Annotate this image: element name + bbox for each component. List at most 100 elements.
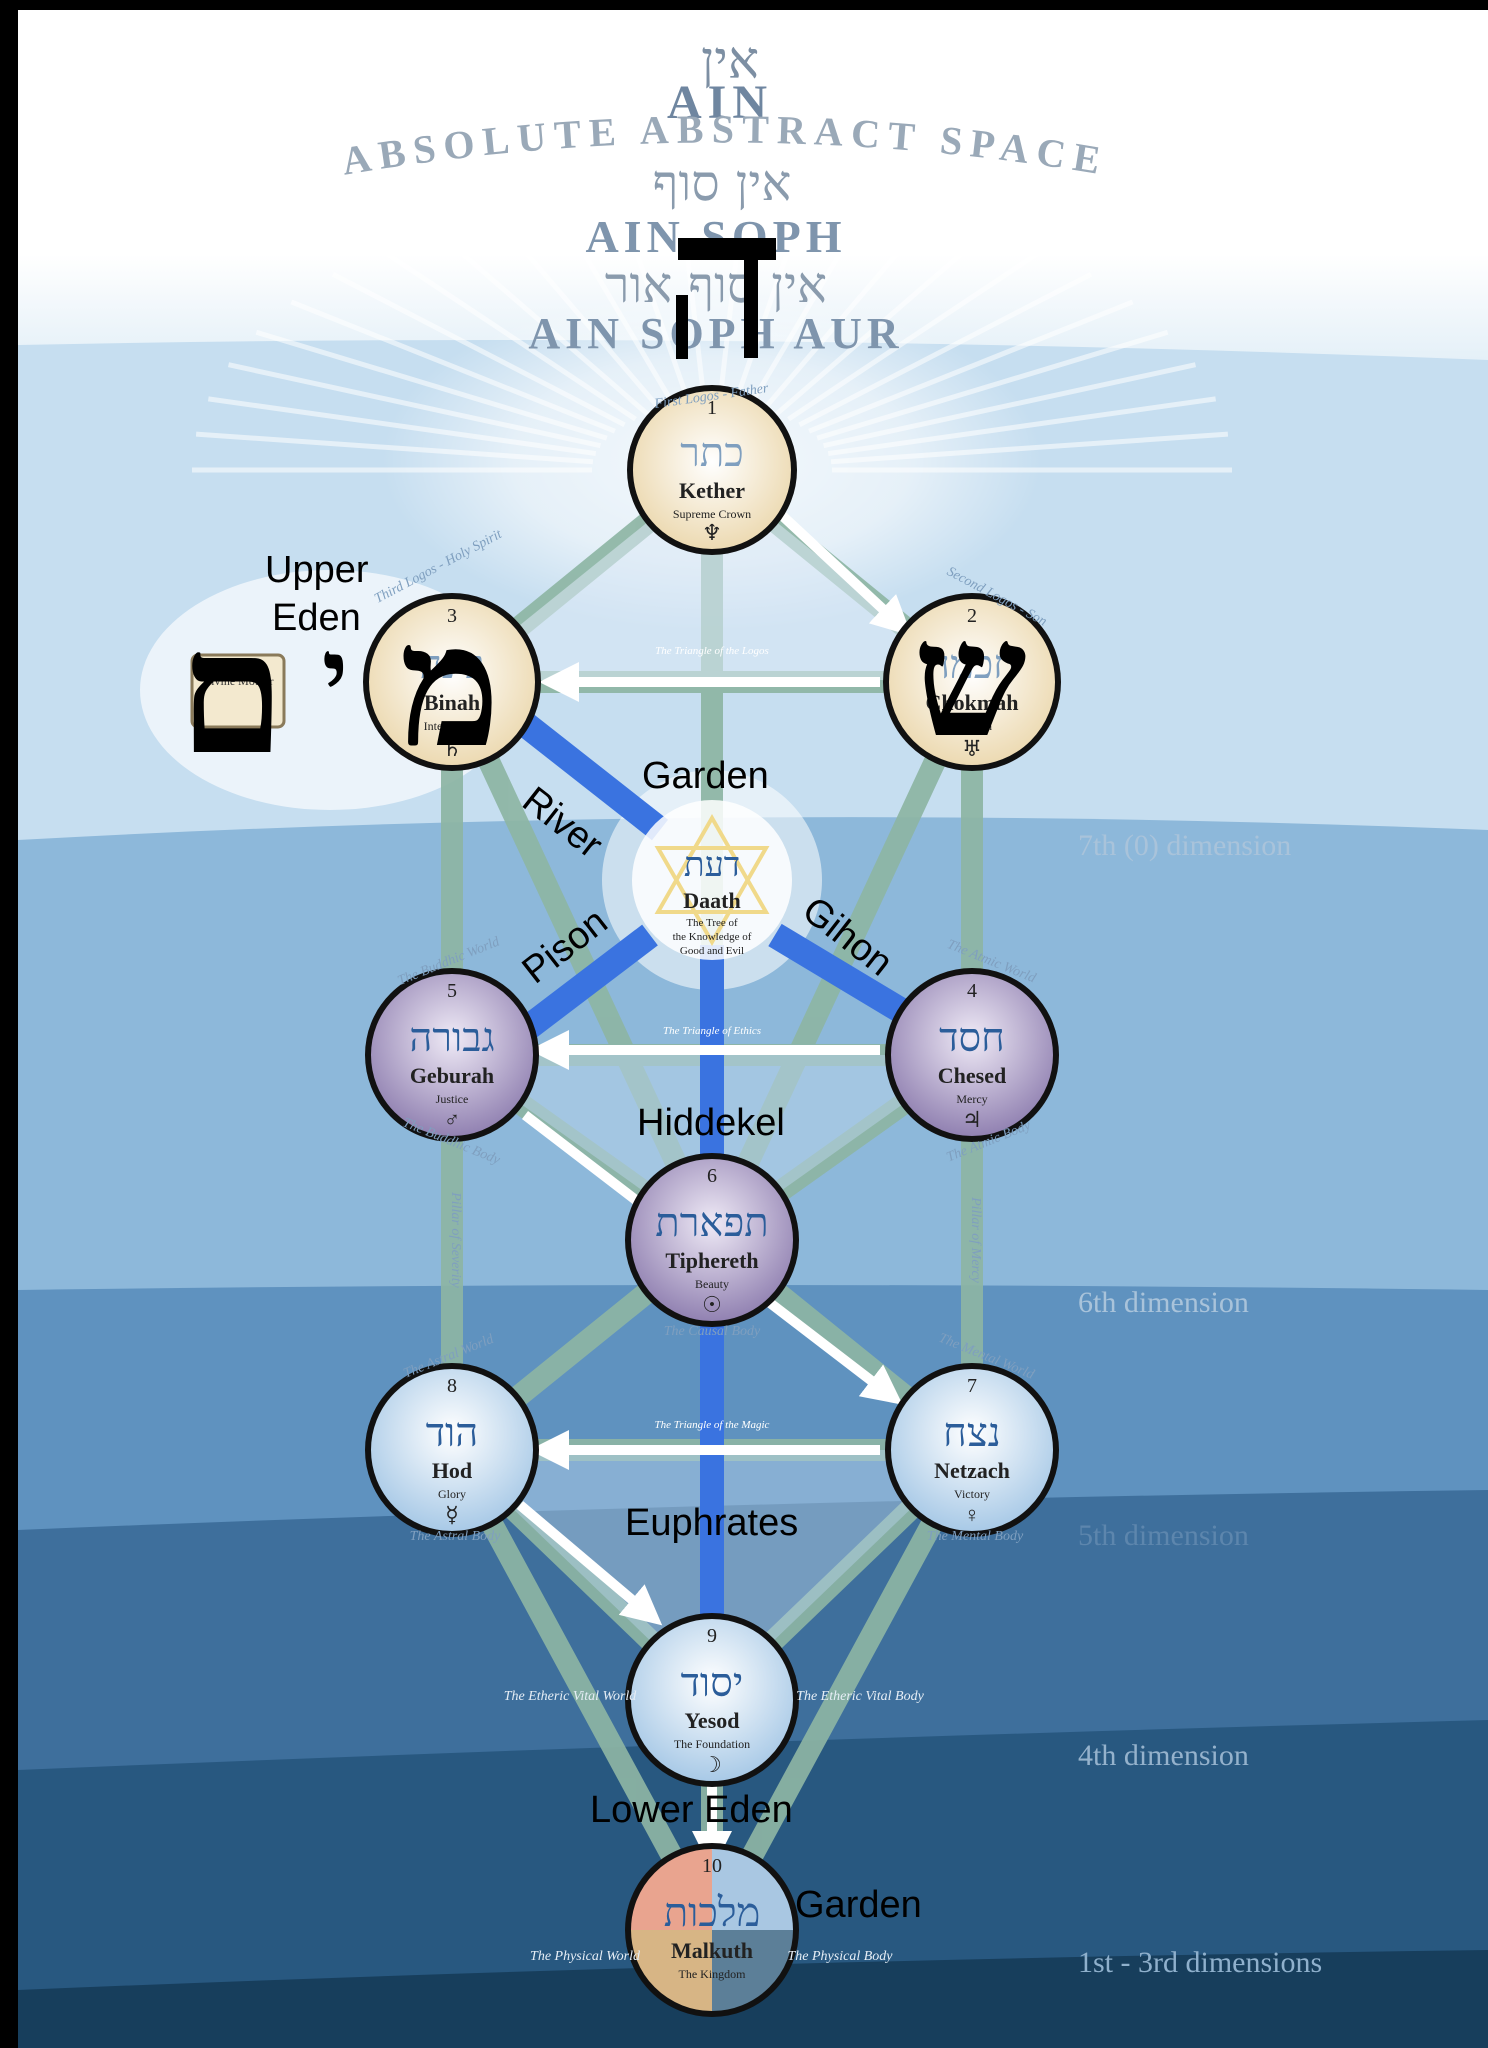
- sephirah-ring: [625, 1843, 799, 2017]
- dimension-1: 1st - 3rd dimensions: [1078, 1946, 1322, 1979]
- sephirah-number: 1: [707, 397, 717, 419]
- sephirah-subtitle: Beauty: [695, 1277, 729, 1291]
- sephirah-name: Yesod: [684, 1708, 739, 1733]
- sephirah-disc: [363, 593, 541, 771]
- pison-path: [517, 924, 658, 1041]
- planet-symbol-icon: ♀: [964, 1502, 981, 1527]
- divine-mother: Divine Mother: [190, 653, 286, 729]
- sephirah-name: Hod: [432, 1458, 472, 1483]
- malkuth-quarter: [628, 1846, 712, 1930]
- upper-eden-line1: Upper: [265, 549, 369, 591]
- etheric-world-label: The Etheric Vital World: [504, 1689, 638, 1704]
- sephirah-hebrew: תפארת: [655, 1200, 768, 1246]
- lower-eden-label: Lower Eden: [590, 1789, 793, 1831]
- sephirah-subtitle: The Tree of: [686, 917, 738, 929]
- sephirah-name: Daath: [683, 888, 740, 913]
- sephirah-subtitle: Justice: [436, 1092, 469, 1106]
- ain-hebrew: אין: [701, 31, 759, 91]
- sephirah-disc: [883, 593, 1061, 771]
- chokmah-shin-letter: ש: [913, 585, 1026, 773]
- sephirah-name: Malkuth: [671, 1938, 753, 1963]
- pillar-severity-label: Pillar of Severity: [448, 1191, 463, 1288]
- sephirah-hebrew: כתר: [680, 430, 744, 476]
- sephirah-number: 4: [967, 980, 977, 1002]
- sephirah-subtitle: Mercy: [956, 1092, 987, 1106]
- upper-eden-line2: Eden: [272, 597, 361, 639]
- tree-path: [441, 1439, 723, 1941]
- triangle-ethics-label: The Triangle of Ethics: [663, 1025, 761, 1037]
- sephirah-number: 6: [707, 1165, 717, 1187]
- sephirah-hebrew: יסוד: [681, 1660, 744, 1706]
- sephirah-subtitle: Wisdom: [952, 719, 993, 733]
- mental-body-label: The Mental Body: [927, 1529, 1024, 1544]
- planet-symbol-icon: ♃: [962, 1107, 982, 1132]
- sephirah-number: 10: [702, 1855, 722, 1877]
- sephirah-hebrew: בינה: [419, 642, 485, 688]
- ain-soph-aur-title: AIN SOPH AUR: [528, 309, 903, 358]
- sephirah-disc: [885, 968, 1059, 1142]
- pillar-mercy-label: Pillar of Mercy: [968, 1196, 983, 1284]
- sephirah-number: 8: [447, 1375, 457, 1397]
- binah-yod-letter: י: [322, 616, 348, 734]
- sephirah-number: 5: [447, 980, 457, 1002]
- causal-body-label: The Causal Body: [664, 1324, 761, 1339]
- sephirah-disc: [625, 1613, 799, 1787]
- garden-top: Garden: [642, 755, 769, 797]
- sephirah-disc: [625, 1153, 799, 1327]
- tree-path: [701, 1439, 983, 1941]
- sephirah-subtitle: Intelligence: [424, 719, 481, 733]
- ain-soph-hebrew: אין סוף: [653, 154, 792, 212]
- triangle-logos-label: The Triangle of the Logos: [655, 645, 769, 657]
- sephirah-subtitle: Good and Evil: [680, 945, 744, 957]
- star-of-david-icon: [654, 846, 770, 947]
- sephirah-name: Binah: [424, 690, 480, 715]
- ain-title: AIN: [667, 76, 773, 129]
- triangle-magic-label: The Triangle of the Magic: [655, 1419, 770, 1431]
- sephirah-hebrew: גבורה: [409, 1015, 494, 1061]
- garden-bottom: Garden: [795, 1884, 922, 1926]
- sephirah-disc: [885, 1363, 1059, 1537]
- ain-soph-aur-hebrew: אין סוף אור: [605, 256, 827, 314]
- sephirah-hebrew: דעת: [684, 845, 740, 885]
- river-path: [511, 709, 669, 841]
- sephirah-name: Kether: [679, 478, 745, 503]
- planet-symbol-icon: ☽: [702, 1752, 722, 1777]
- dimension-4: 4th dimension: [1078, 1739, 1249, 1772]
- dimension-labels: 7th (0) dimension 6th dimension 5th dime…: [1078, 829, 1322, 1979]
- star-of-david-icon: [654, 813, 770, 914]
- sephirah-disc: [365, 1363, 539, 1537]
- sephirah-hebrew: הוד: [426, 1410, 478, 1456]
- malkuth-quarter: [628, 1930, 712, 2014]
- sephirah-subtitle: The Kingdom: [679, 1967, 747, 1981]
- malkuth-quarter: [712, 1930, 796, 2014]
- sephirah-subtitle: The Foundation: [674, 1737, 750, 1751]
- planet-symbol-icon: ♆: [702, 520, 722, 545]
- planet-symbol-icon: ♂: [444, 1107, 461, 1132]
- dimension-6: 6th dimension: [1078, 1286, 1249, 1319]
- binah-mem-letter: מ: [400, 586, 501, 786]
- divine-mother-label: Divine Mother: [203, 674, 274, 688]
- sephirah-name: Chesed: [938, 1063, 1006, 1088]
- sephirah-subtitle: the Knowledge of: [673, 931, 752, 943]
- sephirah-number: 7: [967, 1375, 977, 1397]
- gihon-path: [768, 923, 907, 1022]
- astral-body-label: The Astral Body: [410, 1529, 502, 1544]
- sephirah-disc: [627, 385, 797, 555]
- binah-left-letter: ם: [179, 593, 285, 793]
- sephirah-number: 3: [447, 605, 457, 627]
- planet-symbol-icon: ♄: [442, 736, 462, 761]
- etheric-body-label: The Etheric Vital Body: [796, 1689, 924, 1704]
- sephirah-disc: [365, 968, 539, 1142]
